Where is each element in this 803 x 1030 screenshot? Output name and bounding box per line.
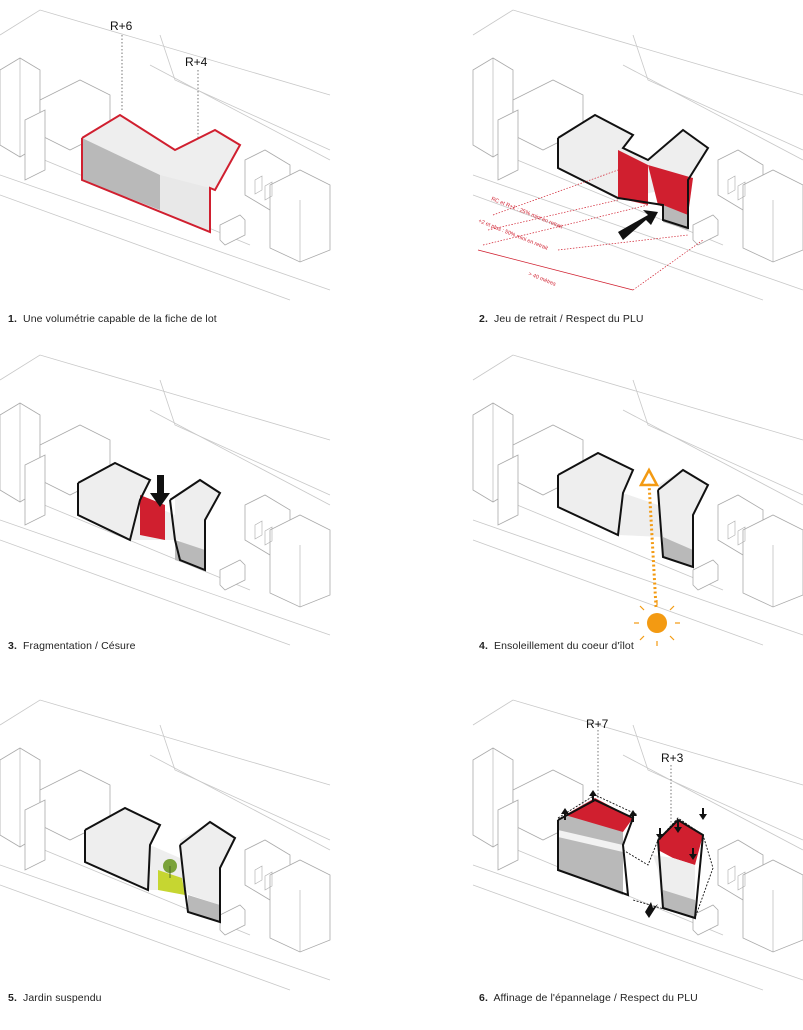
height-label-r3: R+3 xyxy=(661,751,684,765)
panel-6: R+7 R+3 6. Affinage de l'épannelage / Re… xyxy=(472,690,803,1004)
sun-icon xyxy=(647,613,667,633)
height-label-r7: R+7 xyxy=(586,717,609,731)
panel-3-caption: 3. Fragmentation / Césure xyxy=(8,640,136,652)
panel-1: R+6 R+4 1. Une volumétrie capable de la … xyxy=(0,0,331,325)
panel-4-caption: 4. Ensoleillement du coeur d'îlot xyxy=(479,640,634,652)
panel-6-caption: 6. Affinage de l'épannelage / Respect du… xyxy=(479,992,698,1004)
panel-2-diagram: RC et R+1 : 25% mini en retrait +2 et pl… xyxy=(472,9,803,301)
retreat-annotation-1: RC et R+1 : 25% mini en retrait xyxy=(490,196,563,230)
retreat-annotation-2: +2 et plus : 50% mini en retrait xyxy=(477,218,549,252)
panel-1-caption: 1. Une volumétrie capable de la fiche de… xyxy=(8,313,217,325)
panel-6-diagram: R+7 R+3 xyxy=(472,699,803,991)
panel-2-caption: 2. Jeu de retrait / Respect du PLU xyxy=(479,313,644,325)
panel-2: RC et R+1 : 25% mini en retrait +2 et pl… xyxy=(472,0,803,325)
panel-4-diagram xyxy=(472,354,803,646)
panel-4: 4. Ensoleillement du coeur d'îlot xyxy=(472,345,803,652)
panel-5-caption: 5. Jardin suspendu xyxy=(8,992,102,1004)
height-label-r4: R+4 xyxy=(185,55,208,69)
panel-1-diagram: R+6 R+4 xyxy=(0,9,331,301)
panel-5: 5. Jardin suspendu xyxy=(0,690,331,1004)
panel-5-diagram xyxy=(0,699,331,991)
panel-3: 3. Fragmentation / Césure xyxy=(0,345,331,652)
length-annotation: > 40 mètres xyxy=(527,271,557,288)
height-label-r6: R+6 xyxy=(110,19,133,33)
panel-3-diagram xyxy=(0,354,331,646)
